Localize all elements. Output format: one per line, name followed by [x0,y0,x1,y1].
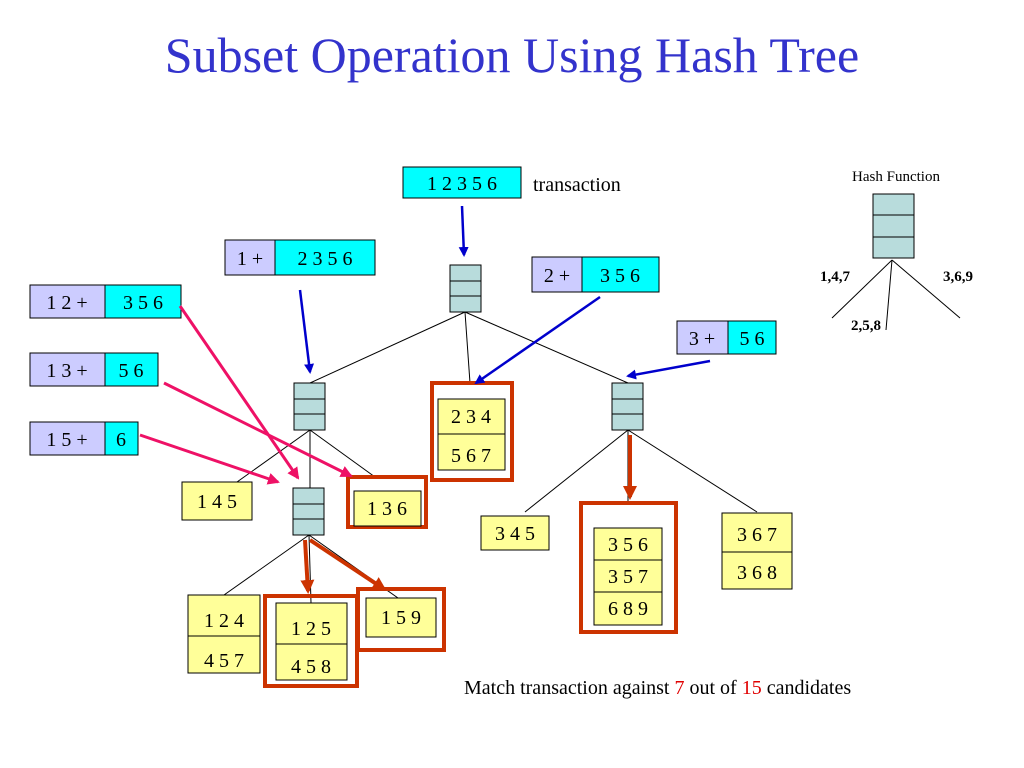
prefix-rest: 2 3 5 6 [298,248,353,270]
pink-arrow [139,433,280,485]
prefix-label: 1 + [237,248,263,270]
total-count: 15 [741,677,762,699]
svg-text:1 5 9: 1 5 9 [381,607,421,629]
blue-arrows [298,205,711,385]
match-highlight [346,475,428,529]
svg-text:3 6 8: 3 6 8 [737,562,777,584]
hash-branch-middle: 2,5,8 [851,318,881,334]
leaf-367: 3 6 7 3 6 8 [721,512,793,590]
prefix-rest: 3 5 6 [123,292,163,314]
prefix-label: 1 2 + [46,292,87,314]
hash-node-left [293,382,326,431]
svg-text:6 8 9: 6 8 9 [608,598,648,620]
hash-function-legend: Hash Function 1,4,7 2,5,8 3,6,9 [820,169,973,334]
leaf-356: 3 5 6 3 5 7 6 8 9 [579,501,678,634]
blue-arrow [298,289,314,374]
leaf-124: 1 2 4 4 5 7 [187,594,261,674]
prefix-label: 2 + [544,265,570,287]
hash-branch-right: 3,6,9 [943,269,973,285]
hash-function-title: Hash Function [852,169,940,185]
prefix-label: 1 3 + [46,360,87,382]
match-summary: Match transaction against 7 out of 15 ca… [464,677,851,700]
pink-arrow [163,381,353,478]
transaction-value: 1 2 3 5 6 [427,173,497,195]
match-highlight [430,381,514,482]
transaction-box: 1 2 3 5 6 [402,166,522,199]
prefix-box-3: 3 + 5 6 [676,320,777,355]
prefix-rest: 6 [116,429,126,451]
blue-arrow [474,295,601,385]
svg-text:4 5 8: 4 5 8 [291,656,331,678]
prefix-box-13: 1 3 + 5 6 [29,352,159,387]
hash-node-root [449,264,482,313]
slide-title: Subset Operation Using Hash Tree [164,27,860,83]
svg-text:5 6 7: 5 6 7 [451,445,491,467]
prefix-label: 1 5 + [46,429,87,451]
leaf-145: 1 4 5 [181,481,253,521]
svg-text:4 5 7: 4 5 7 [204,650,244,672]
leaf-125: 1 2 5 4 5 8 [263,594,359,688]
prefix-box-2: 2 + 3 5 6 [531,256,660,293]
svg-text:1 4 5: 1 4 5 [197,491,237,513]
match-prefix: Match transaction against [464,677,670,699]
red-arrow [308,538,387,591]
svg-text:3 5 6: 3 5 6 [608,534,648,556]
svg-text:2 3 4: 2 3 4 [451,406,491,428]
svg-text:3 4 5: 3 4 5 [495,523,535,545]
matched-count: 7 [674,677,685,699]
hash-node-left-child [292,487,325,536]
match-suffix: candidates [766,677,852,699]
prefix-box-12: 1 2 + 3 5 6 [29,284,182,319]
prefix-box-15: 1 5 + 6 [29,421,139,456]
pink-arrows [139,305,353,485]
prefix-rest: 5 6 [740,328,765,350]
prefix-box-1: 1 + 2 3 5 6 [224,239,376,276]
red-arrow [300,539,315,594]
blue-arrow [458,205,469,257]
prefix-rest: 5 6 [119,360,144,382]
svg-text:1 3 6: 1 3 6 [367,498,407,520]
match-highlight [579,501,678,634]
match-middle: out of [689,677,737,699]
svg-text:1 2 5: 1 2 5 [291,618,331,640]
svg-text:1 2 4: 1 2 4 [204,610,244,632]
match-highlight [356,587,446,652]
leaf-136: 1 3 6 [346,475,428,529]
red-arrows [300,435,637,594]
hash-branch-left: 1,4,7 [820,269,851,285]
svg-text:3 5 7: 3 5 7 [608,566,648,588]
hash-node-right [611,382,644,431]
leaf-234: 2 3 4 5 6 7 [430,381,514,482]
transaction-label: transaction [533,174,621,196]
svg-text:3 6 7: 3 6 7 [737,524,777,546]
pink-arrow [178,305,300,480]
prefix-label: 3 + [689,328,715,350]
blue-arrow [626,359,711,380]
leaf-159: 1 5 9 [356,587,446,652]
leaf-345: 3 4 5 [480,515,550,551]
prefix-rest: 3 5 6 [600,265,640,287]
